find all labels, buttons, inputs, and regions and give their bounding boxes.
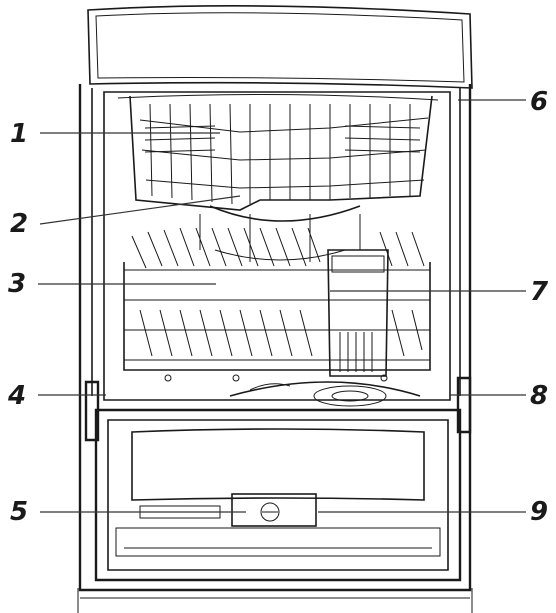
dishwasher-door	[94, 408, 462, 582]
cutlery-basket	[327, 249, 389, 377]
callout-3: 3	[8, 269, 26, 299]
tub-interior	[103, 91, 451, 401]
leader-lines	[38, 99, 526, 513]
lower-spray-arm	[229, 381, 421, 407]
callout-4: 4	[7, 381, 26, 411]
callout-6: 6	[530, 87, 548, 117]
callout-2: 2	[10, 209, 28, 239]
callout-1: 1	[10, 119, 28, 149]
countertop	[87, 5, 473, 89]
upper-basket	[129, 95, 433, 262]
leader-2	[39, 195, 241, 225]
callout-8: 8	[530, 381, 548, 411]
cabinet-frame	[77, 84, 473, 613]
callout-5: 5	[10, 497, 28, 527]
callout-labels: 1 2 3 4 5 6 7 8 9	[7, 87, 549, 527]
callout-9: 9	[530, 497, 548, 527]
lower-basket	[123, 227, 431, 382]
callout-7: 7	[530, 277, 549, 307]
door-hinges	[84, 376, 472, 442]
